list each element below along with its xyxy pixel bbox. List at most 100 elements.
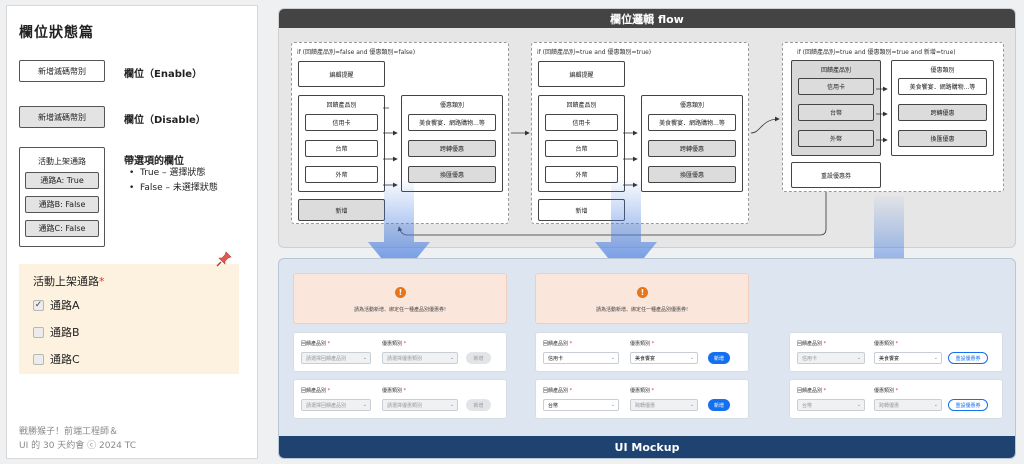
checkbox-checked-icon[interactable]: ✓	[33, 299, 44, 311]
product-node: 信用卡	[798, 78, 874, 95]
add-node: 新增	[298, 199, 385, 221]
scenario-condition: if (回饋產品別=true and 優惠類別=true and 新增=true…	[797, 49, 956, 56]
product-select[interactable]: 信用卡⌄	[543, 352, 619, 364]
pin-icon	[216, 251, 232, 267]
reset-coupon-button[interactable]: 重設優惠券	[948, 399, 988, 411]
option-c: 通路C: False	[25, 220, 99, 237]
discount-group: 優惠類別 美食饗宴．網路購物...等 跨轉優惠 換匯優惠	[641, 95, 743, 192]
product-select[interactable]: 台幣⌄	[543, 399, 619, 411]
product-label: 回饋產品別 *	[543, 388, 573, 394]
discount-node: 換匯優惠	[408, 166, 496, 183]
product-group-title: 回饋產品別	[566, 102, 597, 109]
product-select[interactable]: 信用卡⌄	[797, 352, 865, 364]
alert-banner: ! 請為活動新增、綁定任一種產品別優惠券!	[293, 273, 507, 324]
product-label: 回饋產品別 *	[301, 388, 331, 394]
add-button[interactable]: 新增	[708, 352, 730, 364]
chevron-down-icon: ⌄	[856, 355, 861, 361]
alert-text: 請為活動新增、綁定任一種產品別優惠券!	[353, 307, 446, 313]
discount-select[interactable]: 跨轉優惠⌄	[874, 399, 942, 411]
discount-label: 優惠類別 *	[630, 341, 655, 347]
footer-credit-line2: UI 的 30 天約會 ⓒ 2024 TC	[19, 441, 137, 451]
sticky-note: 活動上架通路* ✓通路A 通路B 通路C	[19, 264, 239, 374]
checkbox-icon[interactable]	[33, 353, 44, 365]
product-select[interactable]: 請選擇回饋產品別⌄	[301, 352, 371, 364]
chevron-down-icon: ⌄	[449, 355, 454, 361]
bullet-true: • True – 選擇狀態	[129, 168, 206, 178]
product-node: 信用卡	[545, 114, 618, 131]
coupon-row-card: 回饋產品別 * 優惠類別 * 請選擇回饋產品別⌄ 請選擇優惠類別⌄ 新增	[293, 379, 507, 419]
product-node: 外幣	[545, 166, 618, 183]
warning-icon: !	[637, 287, 648, 298]
discount-label: 優惠類別 *	[382, 388, 407, 394]
product-select[interactable]: 台幣⌄	[797, 399, 865, 411]
option-a: 通路A: True	[25, 172, 99, 189]
product-node: 外幣	[305, 166, 378, 183]
chevron-down-icon: ⌄	[689, 355, 694, 361]
product-node: 台幣	[305, 140, 378, 157]
legend-title: 欄位狀態篇	[19, 25, 94, 41]
product-node: 信用卡	[305, 114, 378, 131]
chevron-down-icon: ⌄	[689, 402, 694, 408]
product-group-title: 回饋產品別	[820, 67, 851, 74]
discount-node: 美食饗宴．網路購物...等	[408, 114, 496, 131]
chevron-down-icon: ⌄	[856, 402, 861, 408]
product-label: 回饋產品別 *	[797, 341, 827, 347]
footer-credit-line1: 戰勝猴子！前端工程師＆	[19, 427, 119, 437]
option-label: 帶選項的欄位	[124, 156, 184, 167]
chevron-down-icon: ⌄	[362, 402, 367, 408]
discount-group-title: 優惠類別	[930, 67, 955, 74]
disable-field-sample: 新增滅碼幣別	[19, 106, 105, 128]
add-button[interactable]: 新增	[466, 352, 491, 364]
discount-label: 優惠類別 *	[630, 388, 655, 394]
discount-select[interactable]: 跨轉優惠⌄	[630, 399, 698, 411]
scenario-condition: if (回饋產品別=false and 優惠類別=false)	[297, 49, 416, 56]
checkbox-icon[interactable]	[33, 326, 44, 338]
product-label: 回饋產品別 *	[543, 341, 573, 347]
product-node: 台幣	[545, 140, 618, 157]
checkbox-item[interactable]: 通路C	[33, 351, 80, 367]
chevron-down-icon: ⌄	[933, 402, 938, 408]
discount-node: 換匯優惠	[898, 130, 987, 147]
coupon-row-card: 回饋產品別 * 優惠類別 * 請選擇回饋產品別⌄ 請選擇優惠類別⌄ 新增	[293, 332, 507, 372]
mockup-title: UI Mockup	[279, 436, 1015, 458]
discount-node: 跨轉優惠	[898, 104, 987, 121]
discount-node: 換匯優惠	[648, 166, 736, 183]
product-select[interactable]: 請選擇回饋產品別⌄	[301, 399, 371, 411]
discount-select[interactable]: 請選擇優惠類別⌄	[382, 352, 458, 364]
chevron-down-icon: ⌄	[449, 402, 454, 408]
down-arrow-icon	[595, 180, 657, 280]
chevron-down-icon: ⌄	[610, 402, 615, 408]
coupon-row-card: 回饋產品別 * 優惠類別 * 信用卡⌄ 美食饗宴⌄ 新增	[535, 332, 749, 372]
product-group: 回饋產品別 信用卡 台幣 外幣	[791, 60, 881, 156]
add-button[interactable]: 新增	[708, 399, 730, 411]
checkbox-item[interactable]: 通路B	[33, 324, 80, 340]
option-b: 通路B: False	[25, 196, 99, 213]
alert-text: 請為活動新增、綁定任一種產品別優惠券!	[595, 307, 688, 313]
add-button[interactable]: 新增	[466, 399, 491, 411]
discount-node: 跨轉優惠	[408, 140, 496, 157]
product-node: 外幣	[798, 130, 874, 147]
flow-title: 欄位邏輯 flow	[279, 9, 1015, 28]
option-group-sample: 活動上架通路 通路A: True 通路B: False 通路C: False	[19, 147, 105, 247]
scenario-condition: if (回饋產品別=true and 優惠類別=true)	[537, 49, 652, 56]
flow-section: 欄位邏輯 flow if (回饋產品別=false and 優惠類別=false…	[278, 8, 1016, 248]
coupon-row-card: 回饋產品別 * 優惠類別 * 台幣⌄ 跨轉優惠⌄ 重設優惠券	[789, 379, 1003, 419]
discount-node: 美食饗宴．網路購物...等	[648, 114, 736, 131]
discount-node: 美食饗宴．網路購物...等	[898, 78, 987, 95]
discount-select[interactable]: 美食饗宴⌄	[874, 352, 942, 364]
reset-coupon-button[interactable]: 重設優惠券	[948, 352, 988, 364]
discount-group: 優惠類別 美食饗宴．網路購物...等 跨轉優惠 換匯優惠	[401, 95, 503, 192]
edit-node: 編輯提醒	[538, 61, 625, 87]
discount-select[interactable]: 美食饗宴⌄	[630, 352, 698, 364]
edit-node: 編輯提醒	[298, 61, 385, 87]
discount-group-title: 優惠類別	[439, 102, 464, 109]
warning-icon: !	[395, 287, 406, 298]
chevron-down-icon: ⌄	[933, 355, 938, 361]
discount-select[interactable]: 請選擇優惠類別⌄	[382, 399, 458, 411]
checkbox-item[interactable]: ✓通路A	[33, 299, 80, 312]
chevron-down-icon: ⌄	[610, 355, 615, 361]
discount-label: 優惠類別 *	[874, 388, 899, 394]
discount-group-title: 優惠類別	[679, 102, 704, 109]
coupon-row-card: 回饋產品別 * 優惠類別 * 信用卡⌄ 美食饗宴⌄ 重設優惠券	[789, 332, 1003, 372]
chevron-down-icon: ⌄	[362, 355, 367, 361]
